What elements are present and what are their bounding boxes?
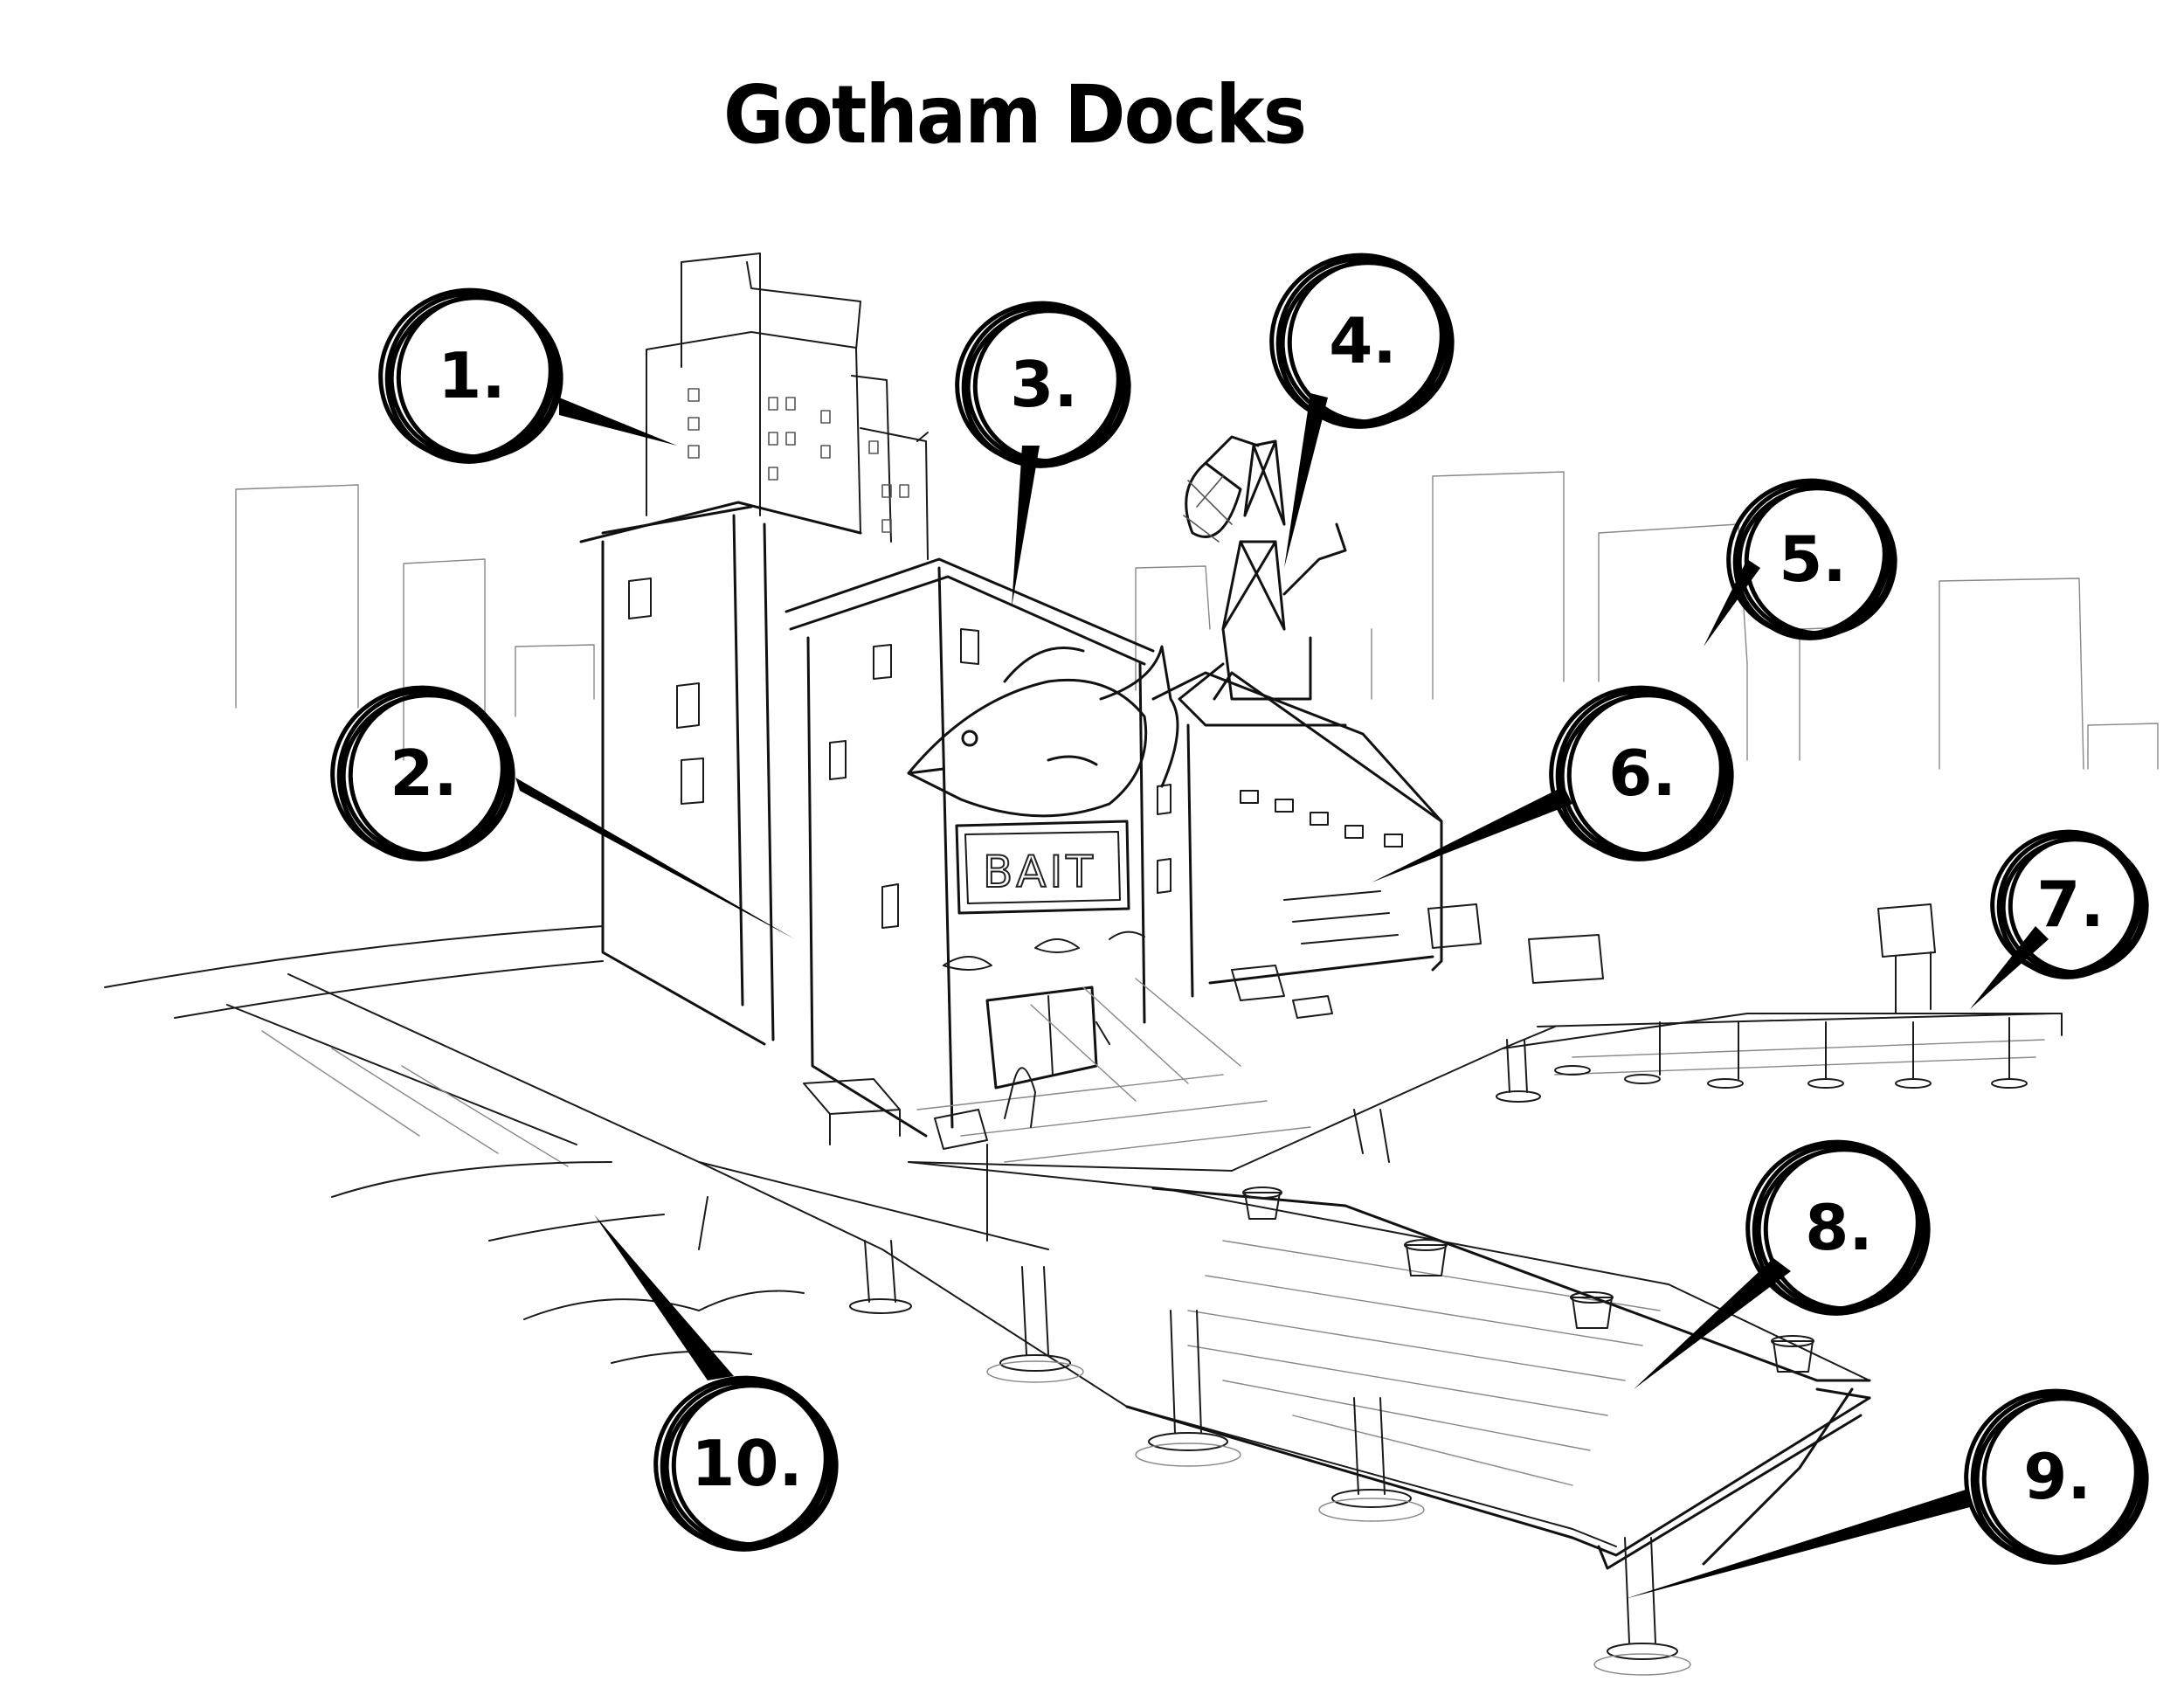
left-warehouse: [579, 501, 862, 1046]
callout-label: 3.: [1010, 348, 1077, 421]
callout-circle: [396, 294, 561, 460]
bait-sign-text: BAIT: [983, 847, 1096, 897]
pier-planks: [261, 978, 2045, 1486]
pointer-5: [1704, 559, 1760, 647]
callout-label: 8.: [1805, 1191, 1872, 1264]
bait-shop-building: [784, 557, 1155, 1138]
callout-circle: [1744, 484, 1895, 636]
callout-circle: [1566, 691, 1731, 857]
callout-label: 7.: [2036, 868, 2104, 941]
callout-6: 6.: [1549, 685, 1734, 861]
pointer-1: [559, 398, 677, 446]
right-warehouse-windows: [1240, 790, 1403, 944]
callout-circle: [661, 1382, 828, 1548]
callout-1: 1.: [378, 287, 563, 464]
pointer-8: [1634, 1258, 1791, 1389]
callout-circle: [386, 294, 553, 460]
callout-circle: [1753, 1146, 1920, 1312]
callout-circle: [1981, 1394, 2146, 1560]
skyscraper-windows: [688, 388, 909, 533]
callout-2: 2.: [330, 685, 515, 861]
pointer-10: [594, 1214, 734, 1380]
bait-shop-front: [943, 930, 1145, 1090]
dockside-props: [803, 903, 1936, 1242]
callout-circle: [1763, 1145, 1928, 1311]
callout-label: 1.: [438, 339, 505, 412]
callout-circle: [1998, 836, 2139, 976]
callout-circle: [1557, 692, 1724, 858]
skyscraper: [646, 253, 929, 560]
pointer-4: [1284, 393, 1328, 568]
callout-circle: [348, 691, 513, 857]
pointer-2: [515, 778, 795, 939]
page-title: Gotham Docks: [723, 68, 1307, 162]
callout-5: 5.: [1726, 478, 1897, 640]
callout-label: 9.: [2023, 1440, 2091, 1513]
pointer-6: [1372, 786, 1572, 882]
piling-ripples: [986, 1360, 1691, 1676]
callout-label: 4.: [1329, 304, 1396, 377]
callout-circle: [963, 308, 1121, 465]
callout-4: 4.: [1269, 253, 1455, 429]
callout-circle: [338, 692, 505, 858]
callout-circle: [1277, 259, 1444, 425]
callout-3: 3.: [955, 301, 1131, 468]
callout-layer: 1. 2. 3. 4. 5. 6. 7. 8. 9. 10.: [330, 253, 2149, 1565]
callout-10: 10.: [653, 1375, 839, 1552]
callout-label: 2.: [390, 737, 457, 810]
callout-circle: [1734, 485, 1887, 637]
water-lines: [331, 1161, 805, 1364]
bait-shop-windows: [829, 628, 1171, 929]
pier-pilings: [849, 1017, 2028, 1660]
callout-circle: [972, 307, 1129, 464]
callout-8: 8.: [1745, 1139, 1931, 1316]
pointer-7: [1970, 926, 2049, 1009]
pointer-9: [1625, 1490, 1970, 1599]
callout-circle: [671, 1381, 836, 1547]
callout-7: 7.: [1990, 829, 2149, 979]
dock-bollards: [1242, 1186, 1814, 1373]
pointer-3: [1012, 446, 1040, 607]
callout-circle: [1287, 259, 1452, 425]
dock-crane: [1178, 435, 1347, 727]
right-warehouse: [1151, 671, 1443, 998]
fish-sign: [907, 645, 1179, 818]
left-warehouse-windows: [628, 578, 704, 805]
callout-pointers: [515, 393, 2049, 1599]
callout-label: 5.: [1779, 522, 1846, 596]
callout-label: 6.: [1608, 737, 1676, 810]
background-skyline: [235, 471, 2159, 770]
callout-label: 10.: [691, 1427, 803, 1500]
callout-circle: [1972, 1395, 2139, 1561]
callout-circle: [2008, 835, 2146, 975]
callout-9: 9.: [1964, 1388, 2149, 1565]
bait-sign: BAIT: [955, 820, 1130, 915]
